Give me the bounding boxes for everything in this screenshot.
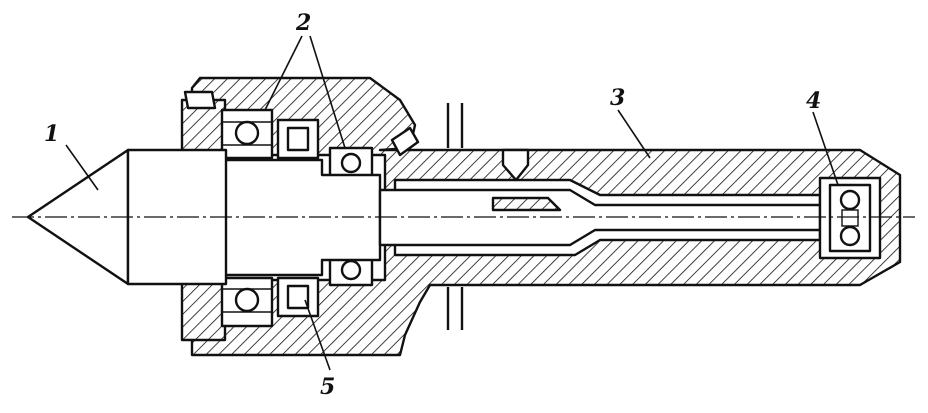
set-screw (501, 148, 530, 182)
callout-2: 2 (295, 10, 311, 36)
callout-4: 4 (806, 88, 821, 114)
leader-3 (617, 109, 651, 159)
roller-bearing-upper (276, 118, 320, 160)
leader-1 (65, 144, 99, 191)
callout-1: 1 (44, 121, 59, 147)
leader-5 (304, 299, 331, 371)
callout-3: 3 (610, 85, 625, 111)
front-bearing-upper (220, 108, 274, 160)
keyway (491, 196, 562, 212)
oil-nipple (390, 126, 420, 157)
rear-bearing-upper (328, 146, 374, 180)
roller-bearing-lower (276, 276, 320, 318)
leader-2a (264, 35, 303, 111)
callout-5: 5 (320, 374, 335, 400)
grease-fitting (183, 90, 217, 110)
front-flange-lower (180, 280, 227, 342)
front-bearing-lower (220, 276, 274, 328)
leader-2b (309, 35, 346, 149)
leader-4 (812, 111, 839, 186)
tail-bearing (818, 176, 882, 260)
